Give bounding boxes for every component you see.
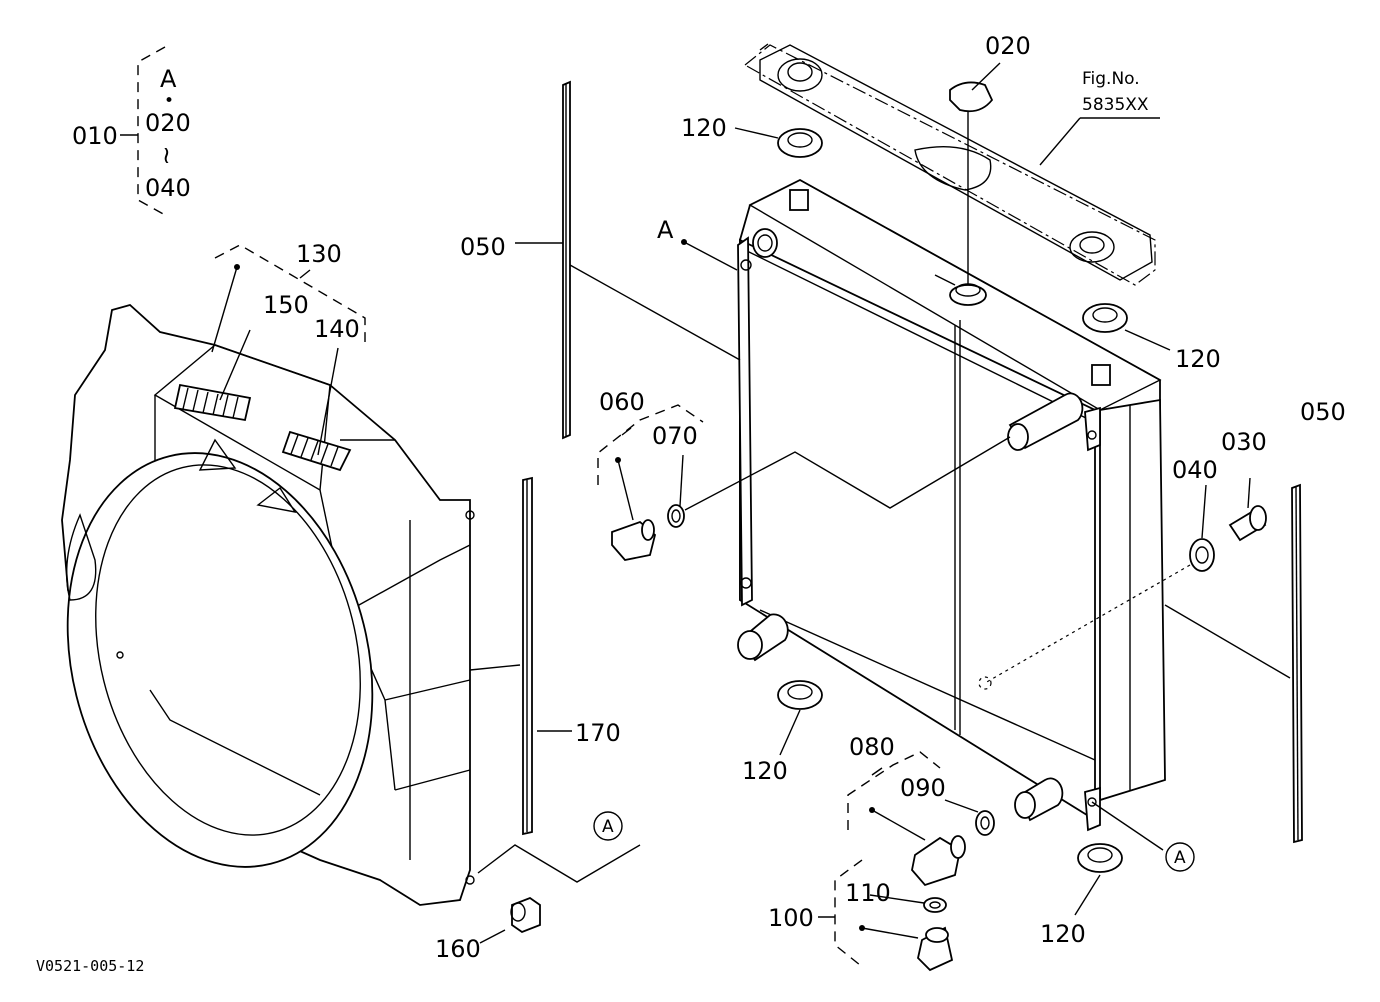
label-120-top-right: 120 (1175, 345, 1221, 373)
grille-140 (281, 430, 352, 472)
leader-lines (219, 241, 1291, 883)
grommet-120-top-right (1082, 303, 1171, 351)
o-ring-090 (944, 799, 995, 836)
circle-ref-a-left-text: A (602, 817, 614, 837)
o-ring-070 (667, 454, 685, 528)
label-080: 080 (849, 733, 895, 761)
seal-strip-050-right (1291, 483, 1303, 844)
fig-no-value: 5835XX (1082, 95, 1149, 115)
seal-strip-050-left (515, 80, 571, 440)
label-120-top-left: 120 (681, 114, 727, 142)
label-120-bottom-right: 120 (1040, 920, 1086, 948)
group-130-bracket (211, 244, 366, 353)
label-130: 130 (296, 240, 342, 268)
radiator-cap-020 (949, 62, 1001, 285)
o-ring-110 (923, 897, 947, 913)
circle-ref-a-right: A (1165, 842, 1195, 872)
drawing-code: V0521-005-12 (36, 957, 144, 975)
grommet-120-bottom-left (777, 680, 823, 756)
fan-shroud (61, 304, 475, 906)
label-kit-040: 040 (145, 174, 191, 202)
label-kit-dot: • (164, 91, 174, 111)
radiator (737, 178, 1166, 832)
point-ref-a: A (657, 216, 674, 244)
circle-ref-a-left: A (593, 811, 623, 841)
label-kit-020: 020 (145, 109, 191, 137)
label-110: 110 (845, 879, 891, 907)
label-160: 160 (435, 935, 481, 963)
label-020: 020 (985, 32, 1031, 60)
label-050-right: 050 (1300, 398, 1346, 426)
top-support-bracket (743, 43, 1160, 286)
washer-040 (1189, 484, 1215, 572)
label-120-bottom-left: 120 (742, 757, 788, 785)
label-kit-tilde: ≀ (162, 141, 171, 169)
bolt-160 (479, 896, 541, 944)
drain-plug-030 (1228, 477, 1267, 542)
kit-group-010: 010 A • 020 ≀ 040 (72, 46, 191, 216)
label-kit-a: A (160, 65, 177, 93)
elbow-fitting-100 (917, 926, 954, 972)
fig-no-label: Fig.No. (1082, 69, 1140, 89)
label-100: 100 (768, 904, 814, 932)
elbow-fitting-060 (611, 519, 657, 561)
label-010: 010 (72, 122, 118, 150)
elbow-fitting-080 (911, 835, 966, 887)
grommet-120-top-left (734, 127, 823, 158)
grommet-120-bottom-right (1074, 843, 1123, 916)
circle-ref-a-right-text: A (1174, 848, 1186, 868)
label-040: 040 (1172, 456, 1218, 484)
label-090: 090 (900, 774, 946, 802)
grille-150 (173, 383, 252, 422)
label-070: 070 (652, 422, 698, 450)
label-060: 060 (599, 388, 645, 416)
label-170: 170 (575, 719, 621, 747)
label-140: 140 (314, 315, 360, 343)
label-150: 150 (263, 291, 309, 319)
label-050-left: 050 (460, 233, 506, 261)
seal-strip-170 (522, 476, 572, 836)
label-030: 030 (1221, 428, 1267, 456)
